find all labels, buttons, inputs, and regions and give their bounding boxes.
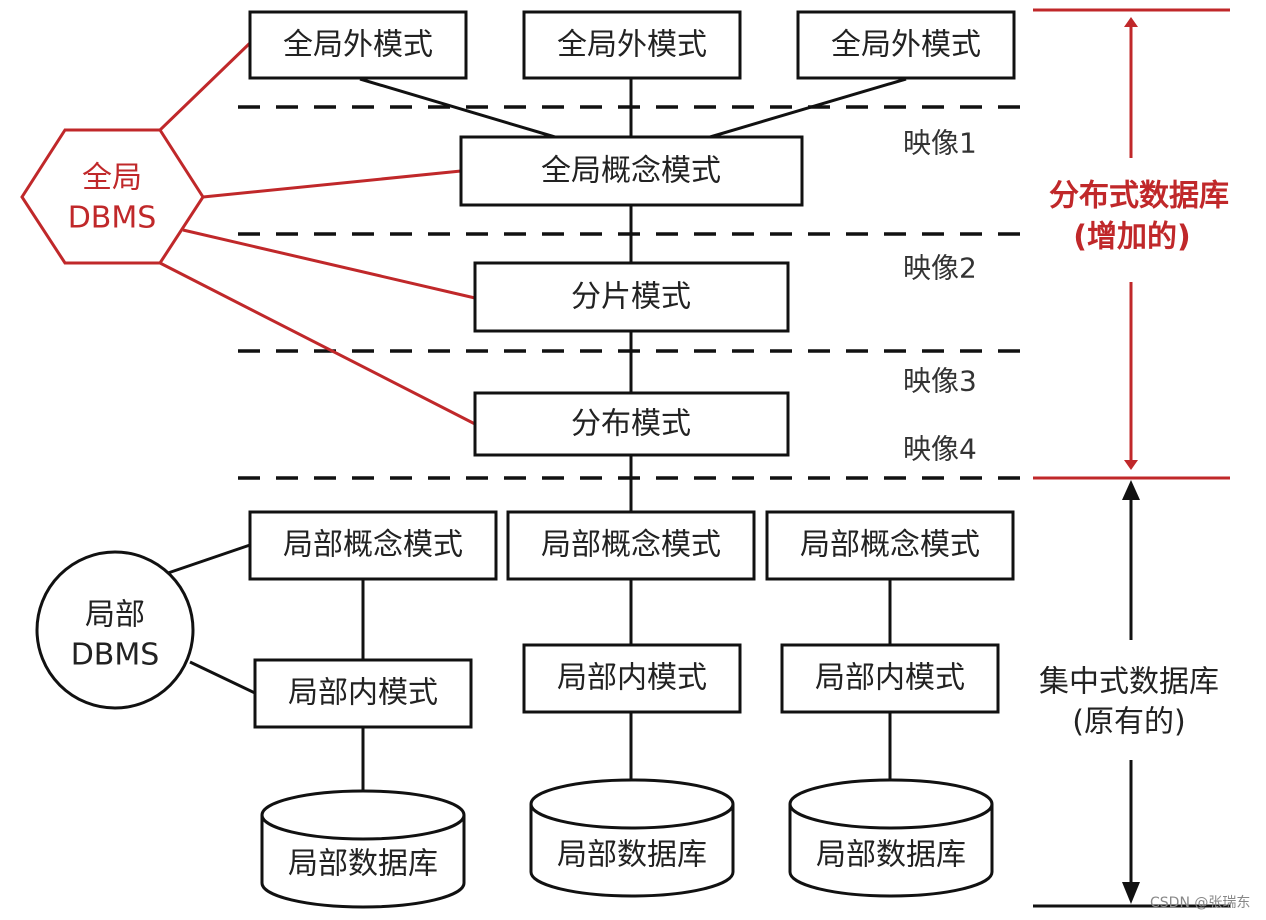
distributed-db-label: (增加的) bbox=[1073, 220, 1190, 255]
global-dbms-link bbox=[159, 261, 476, 426]
up-arrow-icon bbox=[1122, 480, 1140, 500]
local-internal-schema-box[interactable]: 局部内模式 bbox=[780, 643, 1000, 714]
box-label: 全局概念模式 bbox=[541, 154, 721, 189]
mapping-label: 映像4 bbox=[903, 433, 977, 466]
global-dbms-link bbox=[202, 169, 462, 199]
connector-line bbox=[709, 77, 907, 139]
local-dbms-label: 局部 bbox=[85, 598, 145, 633]
box-label: 局部概念模式 bbox=[800, 528, 980, 563]
centralized-db-label: 集中式数据库 bbox=[1039, 665, 1219, 700]
database-label: 局部数据库 bbox=[557, 838, 707, 873]
database-label: 局部数据库 bbox=[288, 847, 438, 882]
local-internal-schema-box[interactable]: 局部内模式 bbox=[522, 643, 742, 714]
mapping-label: 映像1 bbox=[903, 127, 977, 160]
global-conceptual-schema-box[interactable]: 全局概念模式 bbox=[459, 135, 804, 207]
box-label: 全局外模式 bbox=[557, 28, 707, 63]
centralized-db-label: (原有的) bbox=[1072, 705, 1185, 740]
distributed-db-label: 分布式数据库 bbox=[1049, 179, 1229, 214]
down-arrow-icon bbox=[1122, 882, 1140, 904]
local-conceptual-schema-box[interactable]: 局部概念模式 bbox=[765, 510, 1015, 581]
global-external-schema-box[interactable]: 全局外模式 bbox=[522, 10, 742, 80]
local-conceptual-schema-box[interactable]: 局部概念模式 bbox=[506, 510, 756, 581]
database-label: 局部数据库 bbox=[816, 838, 966, 873]
box-label: 局部概念模式 bbox=[283, 528, 463, 563]
connector-line bbox=[359, 77, 556, 139]
box-label: 全局外模式 bbox=[283, 28, 433, 63]
global-dbms-link bbox=[158, 41, 252, 132]
box-label: 局部内模式 bbox=[557, 661, 707, 696]
local-dbms-circle[interactable]: 局部 DBMS bbox=[35, 550, 195, 710]
box-label: 全局外模式 bbox=[831, 28, 981, 63]
local-database-cylinder[interactable]: 局部数据库 bbox=[788, 778, 994, 898]
mapping-label: 映像2 bbox=[903, 252, 977, 285]
global-dbms-label: 全局 bbox=[82, 161, 142, 196]
global-dbms-hexagon[interactable]: 全局 DBMS bbox=[20, 128, 205, 265]
local-database-cylinder[interactable]: 局部数据库 bbox=[529, 778, 735, 898]
fragment-schema-box[interactable]: 分片模式 bbox=[473, 261, 790, 333]
global-dbms-label: DBMS bbox=[68, 201, 157, 236]
global-external-schema-box[interactable]: 全局外模式 bbox=[248, 10, 468, 80]
global-dbms-link bbox=[182, 228, 476, 300]
local-dbms-link bbox=[167, 543, 251, 575]
local-database-cylinder[interactable]: 局部数据库 bbox=[260, 789, 466, 909]
watermark: CSDN @张瑞东 bbox=[1150, 895, 1250, 911]
box-label: 局部内模式 bbox=[288, 676, 438, 711]
box-label: 分片模式 bbox=[571, 280, 691, 315]
box-label: 局部内模式 bbox=[815, 661, 965, 696]
local-dbms-link bbox=[189, 660, 256, 695]
local-internal-schema-box[interactable]: 局部内模式 bbox=[253, 658, 473, 729]
local-conceptual-schema-box[interactable]: 局部概念模式 bbox=[248, 510, 498, 581]
allocation-schema-box[interactable]: 分布模式 bbox=[473, 391, 790, 457]
box-label: 分布模式 bbox=[571, 407, 691, 442]
local-dbms-label: DBMS bbox=[71, 638, 160, 673]
global-external-schema-box[interactable]: 全局外模式 bbox=[796, 10, 1016, 80]
mapping-label: 映像3 bbox=[903, 365, 977, 398]
box-label: 局部概念模式 bbox=[541, 528, 721, 563]
